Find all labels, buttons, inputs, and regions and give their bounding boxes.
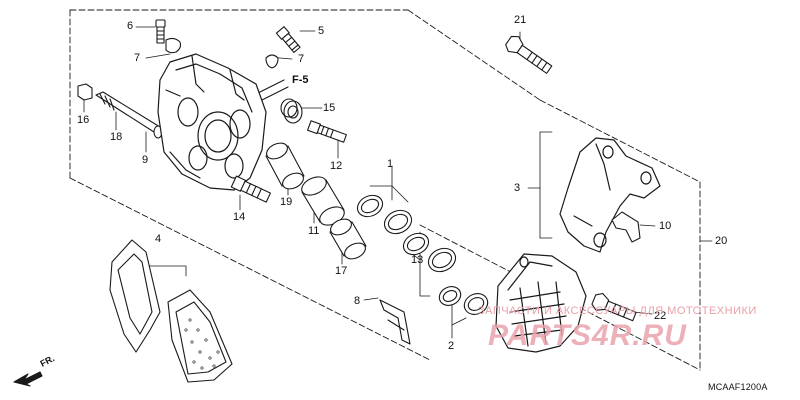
callout-22: 22	[654, 310, 667, 322]
callout-16: 16	[77, 114, 90, 126]
callout-1: 1	[387, 158, 394, 170]
piston-part-19	[265, 142, 305, 190]
frame-ref-arrow	[257, 79, 289, 101]
callout-20: 20	[715, 235, 728, 247]
callout-9: 9	[142, 154, 149, 166]
caliper-bracket-part	[559, 137, 661, 253]
mounting-bolt-part	[230, 175, 271, 203]
bracket-bolt-part	[505, 35, 553, 74]
piston-part-17	[329, 218, 367, 260]
callout-3: 3	[514, 182, 521, 194]
caliper-body-rear-part	[495, 253, 587, 353]
brake-pads-part	[109, 239, 233, 383]
callout-19: 19	[280, 196, 293, 208]
callout-14: 14	[233, 211, 246, 223]
callout-5: 5	[318, 25, 325, 37]
pad-pin-plug-part	[77, 83, 93, 101]
pad-pin-part	[95, 91, 161, 133]
diagram-code: MCAAF1200A	[708, 382, 768, 392]
watermark-logo: PARTS4R.RU	[488, 319, 687, 352]
callout-7a: 7	[134, 52, 141, 64]
front-direction-arrow	[13, 371, 43, 387]
pad-retainer-part	[611, 211, 641, 243]
callout-6: 6	[127, 20, 134, 32]
callout-18: 18	[110, 131, 123, 143]
callout-8: 8	[354, 295, 361, 307]
boot-part	[280, 98, 303, 124]
watermark-tagline: ЗАПЧАСТИ И АКСЕССУАРЫ ДЛЯ МОТОТЕХНИКИ	[478, 305, 757, 317]
caliper-bracket-bolt-part	[591, 292, 637, 322]
callout-17: 17	[335, 265, 348, 277]
caliper-pin-bolt-part	[307, 120, 347, 143]
bleeder-cap-part	[165, 37, 279, 69]
callout-2: 2	[448, 340, 455, 352]
callout-11: 11	[308, 225, 320, 237]
callout-12: 12	[330, 160, 343, 172]
bleeder-screw-part-2	[275, 26, 301, 53]
caliper-body-part	[157, 53, 267, 191]
frame-reference: F-5	[292, 74, 309, 86]
piston-part-11	[301, 176, 345, 226]
callout-7b: 7	[298, 53, 305, 65]
callout-13: 13	[411, 254, 424, 266]
callout-10: 10	[659, 220, 672, 232]
callout-21: 21	[514, 14, 527, 26]
callout-15: 15	[323, 102, 336, 114]
callout-4: 4	[155, 233, 162, 245]
piston-seal-rings	[356, 194, 489, 315]
bleeder-screw-part	[155, 19, 166, 44]
pad-spring-part	[379, 299, 411, 345]
